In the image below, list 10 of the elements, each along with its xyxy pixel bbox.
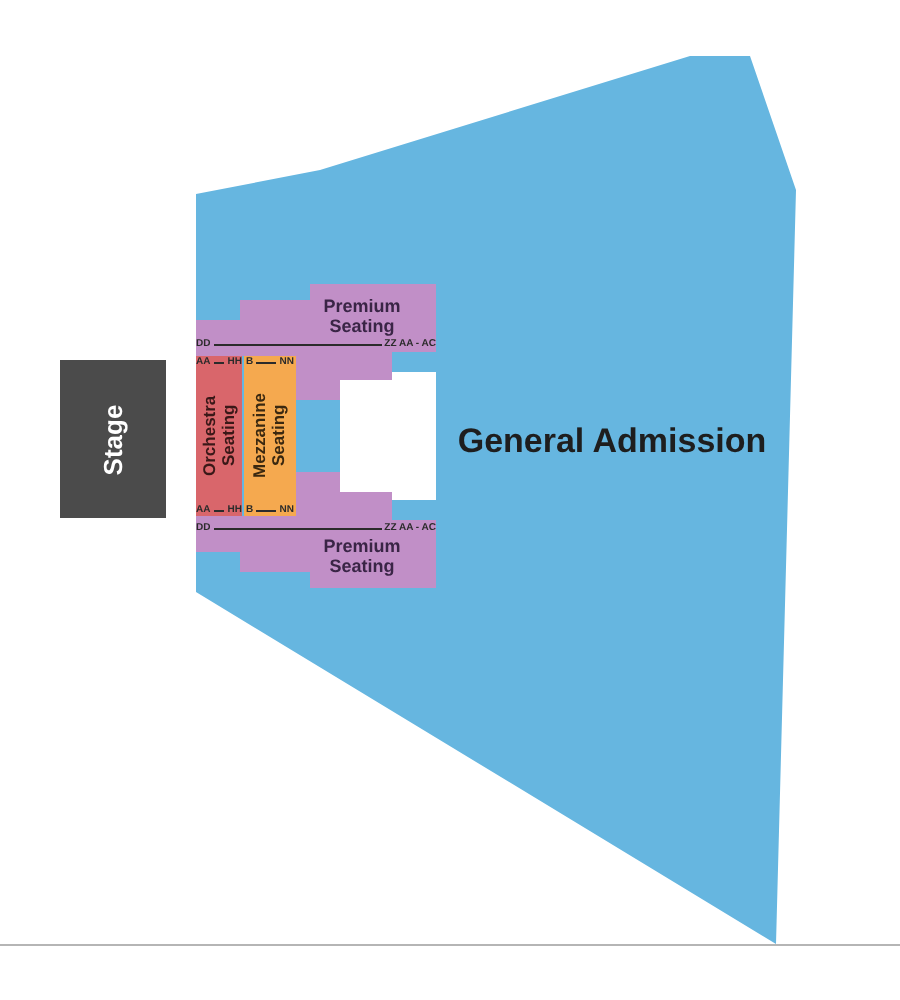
orchestra-seating-section	[196, 356, 242, 516]
stage-block	[60, 360, 166, 518]
section-label: Orchestra Seating	[200, 393, 238, 481]
mezzanine-seating-section	[244, 356, 296, 516]
area-label: General Admission	[455, 422, 769, 462]
stage-label: Stage	[98, 403, 128, 475]
section-label: Mezzanine Seating	[251, 391, 289, 483]
section-label: Premium Seating	[321, 535, 403, 577]
section-label: Premium Seating	[321, 295, 403, 337]
general-admission-area	[196, 56, 796, 944]
